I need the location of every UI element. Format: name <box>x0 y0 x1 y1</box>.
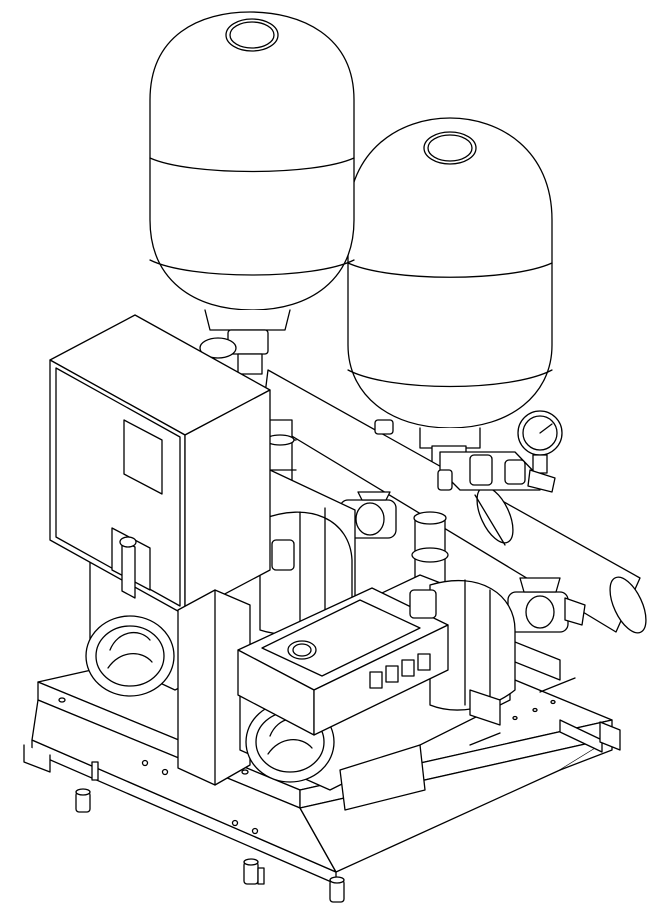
pressure-gauge <box>518 411 562 473</box>
check-valves <box>272 540 436 618</box>
mounting-feet <box>24 722 620 902</box>
pump-controller <box>238 588 448 735</box>
main-switch-handle <box>112 528 150 598</box>
pressure-vessel-left <box>150 12 354 374</box>
control-box <box>50 315 270 785</box>
pressure-vessel-right <box>348 118 552 466</box>
manifold-fittings <box>375 420 555 492</box>
